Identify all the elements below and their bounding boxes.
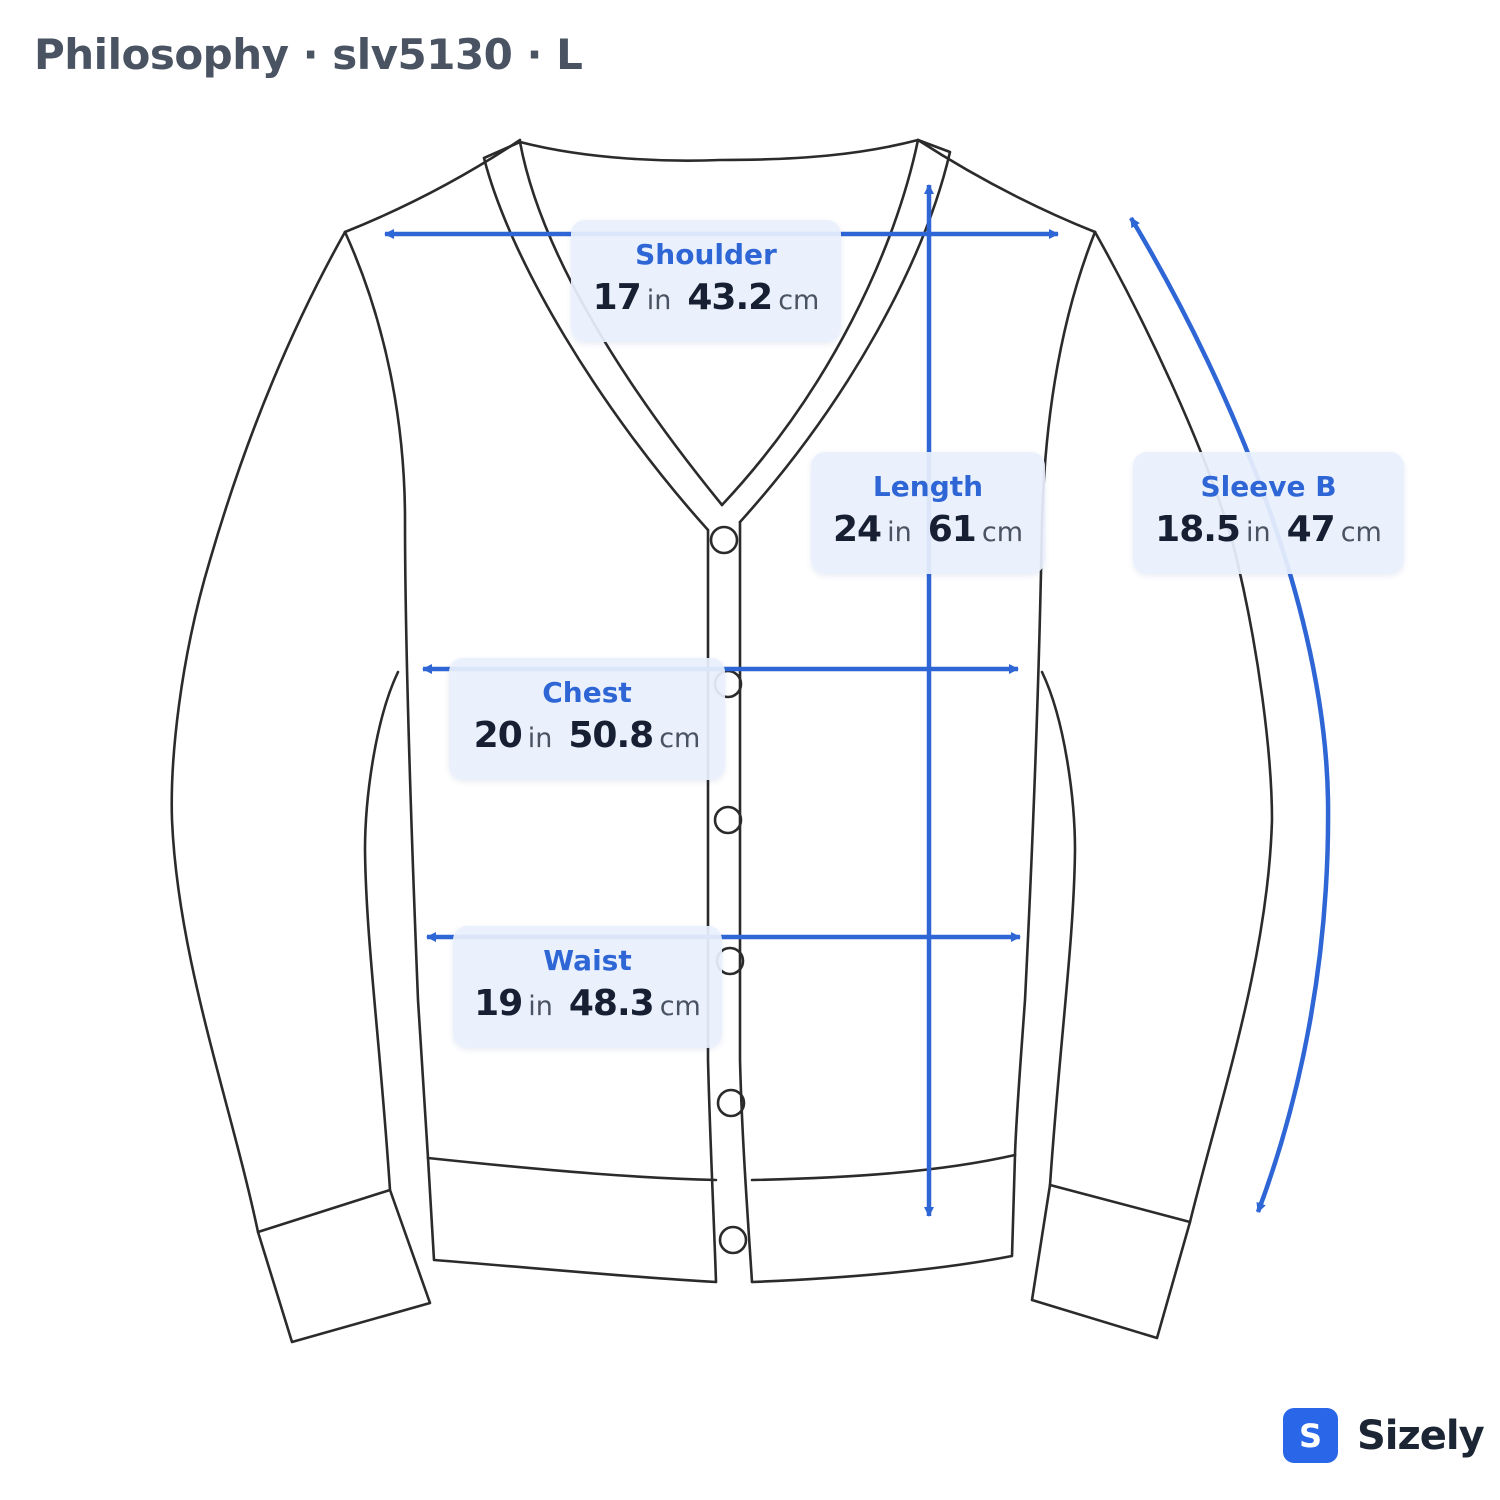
unit-cm: cm — [981, 517, 1023, 548]
unit-inches: in — [646, 285, 672, 316]
unit-inches: in — [528, 991, 553, 1022]
value-inches: 18.5 — [1155, 509, 1241, 550]
unit-cm: cm — [659, 723, 701, 754]
button — [713, 805, 743, 835]
button — [716, 1088, 746, 1118]
left-body-side — [343, 230, 430, 1160]
placket-left — [706, 528, 718, 1284]
sizely-logo-icon: S — [1283, 1408, 1338, 1463]
right-sleeve-outer — [1093, 230, 1274, 1224]
left-cuff — [256, 1188, 432, 1344]
brand-name: Sizely — [1357, 1412, 1485, 1459]
right-body-side — [1013, 230, 1097, 1157]
left-sleeve-outer — [170, 230, 347, 1234]
brand-mark: S Sizely — [1283, 1408, 1485, 1463]
sleeve-arrow — [1129, 216, 1331, 1213]
button — [718, 1225, 748, 1255]
measurement-label: Chest — [542, 676, 632, 709]
right-sleeve-inner — [1040, 670, 1077, 1187]
button — [709, 525, 739, 555]
neck-shoulder-line — [343, 138, 1097, 234]
measurement-label: Sleeve B — [1200, 470, 1337, 503]
unit-cm: cm — [778, 285, 820, 316]
value-inches: 20 — [473, 715, 523, 756]
unit-inches: in — [1245, 517, 1271, 548]
value-cm: 43.2 — [687, 277, 773, 318]
value-cm: 47 — [1286, 509, 1336, 550]
unit-cm: cm — [1340, 517, 1382, 548]
measurement-label: Length — [872, 470, 984, 503]
hem-band-top — [426, 1153, 1017, 1182]
right-neck-band-inner — [720, 138, 920, 507]
value-inches: 19 — [474, 983, 523, 1024]
measurement-label: Shoulder — [635, 238, 777, 271]
unit-inches: in — [887, 517, 912, 548]
value-cm: 61 — [927, 509, 977, 550]
value-cm: 50.8 — [568, 715, 654, 756]
right-neck-band-outer — [738, 138, 952, 524]
left-neck-band-outer — [482, 140, 710, 532]
left-sleeve-inner — [363, 670, 400, 1192]
placket-right — [738, 520, 754, 1284]
unit-cm: cm — [659, 991, 701, 1022]
right-cuff — [1030, 1183, 1192, 1340]
value-inches: 17 — [592, 277, 642, 318]
unit-inches: in — [527, 723, 553, 754]
hem-band-bottom — [426, 1153, 1017, 1284]
page-title: Philosophy · slv5130 · L — [34, 30, 583, 79]
measurement-label: Waist — [543, 944, 632, 977]
value-cm: 48.3 — [568, 983, 655, 1024]
value-inches: 24 — [833, 509, 882, 550]
